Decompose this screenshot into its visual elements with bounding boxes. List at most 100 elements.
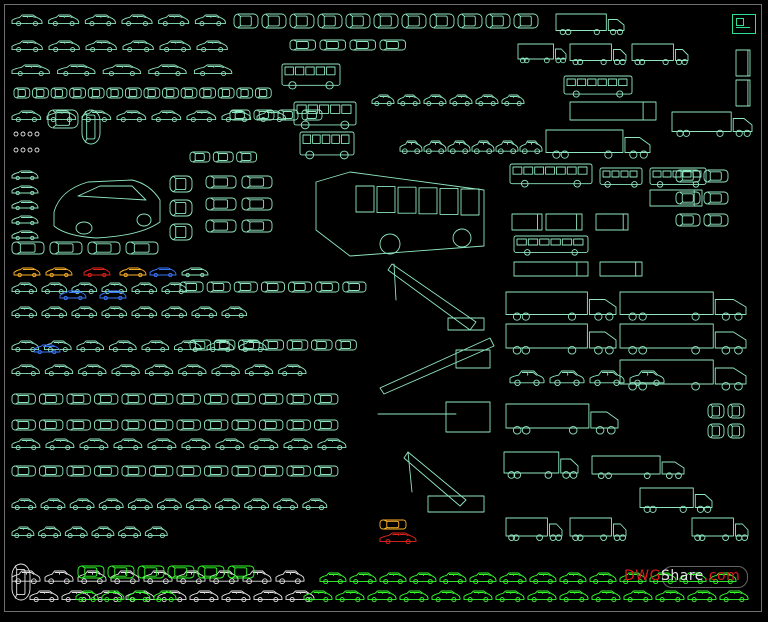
car-body <box>186 110 217 121</box>
car-side-block <box>379 572 407 585</box>
wheel <box>438 101 444 107</box>
car-top-block <box>675 213 701 227</box>
wheel <box>95 347 101 353</box>
car-windshield <box>220 88 223 98</box>
car-windshield <box>193 340 196 350</box>
wheel <box>619 58 626 66</box>
car-windshield <box>52 110 57 128</box>
car-windshield <box>15 394 19 404</box>
crane-boom <box>387 263 485 331</box>
car-windshield <box>338 340 342 350</box>
car-body <box>41 306 68 317</box>
car-side-block <box>399 590 429 603</box>
car-top-block <box>314 419 339 431</box>
wheel <box>519 57 526 64</box>
car-body <box>591 590 621 601</box>
title-block-icon <box>732 14 756 34</box>
wheel <box>435 597 441 603</box>
car-windshield <box>127 88 130 98</box>
car-body <box>379 532 417 543</box>
wheel <box>159 533 165 539</box>
car-body <box>11 563 31 601</box>
car-side-block <box>76 340 105 353</box>
wheel <box>115 371 121 377</box>
car-windows <box>200 308 212 310</box>
wheel <box>178 313 184 319</box>
wheel <box>16 47 22 53</box>
wheel <box>638 312 647 321</box>
car-body <box>39 419 64 431</box>
wheel <box>171 117 177 123</box>
car-windshield <box>384 520 388 529</box>
wheel <box>594 379 601 386</box>
car-windows <box>252 572 266 575</box>
car-side-block <box>559 590 589 603</box>
car-top-block <box>87 87 105 99</box>
wheel <box>438 148 444 155</box>
car-roof <box>72 467 85 475</box>
car-roof <box>294 283 306 291</box>
car-roof <box>166 89 175 97</box>
car-windows <box>263 592 277 594</box>
wheel <box>464 101 470 107</box>
car-side-block <box>559 572 587 585</box>
wheel <box>33 47 39 53</box>
wheel <box>148 313 154 319</box>
wheel <box>104 597 110 603</box>
wheel <box>638 58 646 66</box>
car-side-block <box>41 306 68 319</box>
car-roof <box>463 15 476 27</box>
wheel <box>193 597 199 603</box>
bus-window <box>315 66 326 76</box>
vehicle-plan-block <box>513 261 589 277</box>
bus-window <box>545 166 555 175</box>
car-roof <box>348 283 360 291</box>
car-windshield <box>70 466 74 476</box>
car-body <box>447 140 471 152</box>
car-side-block <box>189 590 219 603</box>
car-body <box>176 393 201 405</box>
wheel <box>102 272 107 278</box>
car-body <box>191 306 218 317</box>
car-windows <box>729 592 743 594</box>
car-windows <box>718 574 731 576</box>
car-body <box>49 241 83 255</box>
wheel <box>573 179 582 188</box>
car-body <box>116 110 147 121</box>
car-windows <box>327 440 341 442</box>
wheel <box>653 579 659 585</box>
car-top-block <box>199 87 216 99</box>
car-windows <box>219 572 233 575</box>
truck-trailer <box>671 111 732 132</box>
car-side-block <box>84 14 116 27</box>
car-windows <box>207 42 222 44</box>
car-body <box>69 498 95 509</box>
car-windows <box>295 592 309 594</box>
car-windows <box>225 440 239 442</box>
car-body <box>91 526 115 537</box>
car-windshield <box>281 110 284 120</box>
car-side-block <box>529 572 557 585</box>
car-side-block <box>423 94 447 107</box>
car-top-block <box>703 169 729 183</box>
car-body <box>153 590 177 601</box>
car-roof <box>147 89 156 97</box>
car-body <box>254 87 272 99</box>
car-windshield <box>679 170 683 182</box>
car-side-block <box>144 526 168 539</box>
car-top-block <box>205 219 237 233</box>
car-top-block <box>227 565 255 579</box>
car-side-block <box>439 572 467 585</box>
wheel <box>177 347 183 353</box>
car-top-block <box>169 175 193 193</box>
car-body <box>124 87 142 99</box>
car-roof <box>213 177 229 187</box>
wheel <box>662 58 669 66</box>
car-side-block <box>278 364 307 377</box>
bus-window <box>460 188 480 216</box>
car-side-block <box>11 282 38 295</box>
wheel <box>48 371 54 377</box>
car-side-block <box>317 438 347 451</box>
car-windows <box>161 66 179 68</box>
